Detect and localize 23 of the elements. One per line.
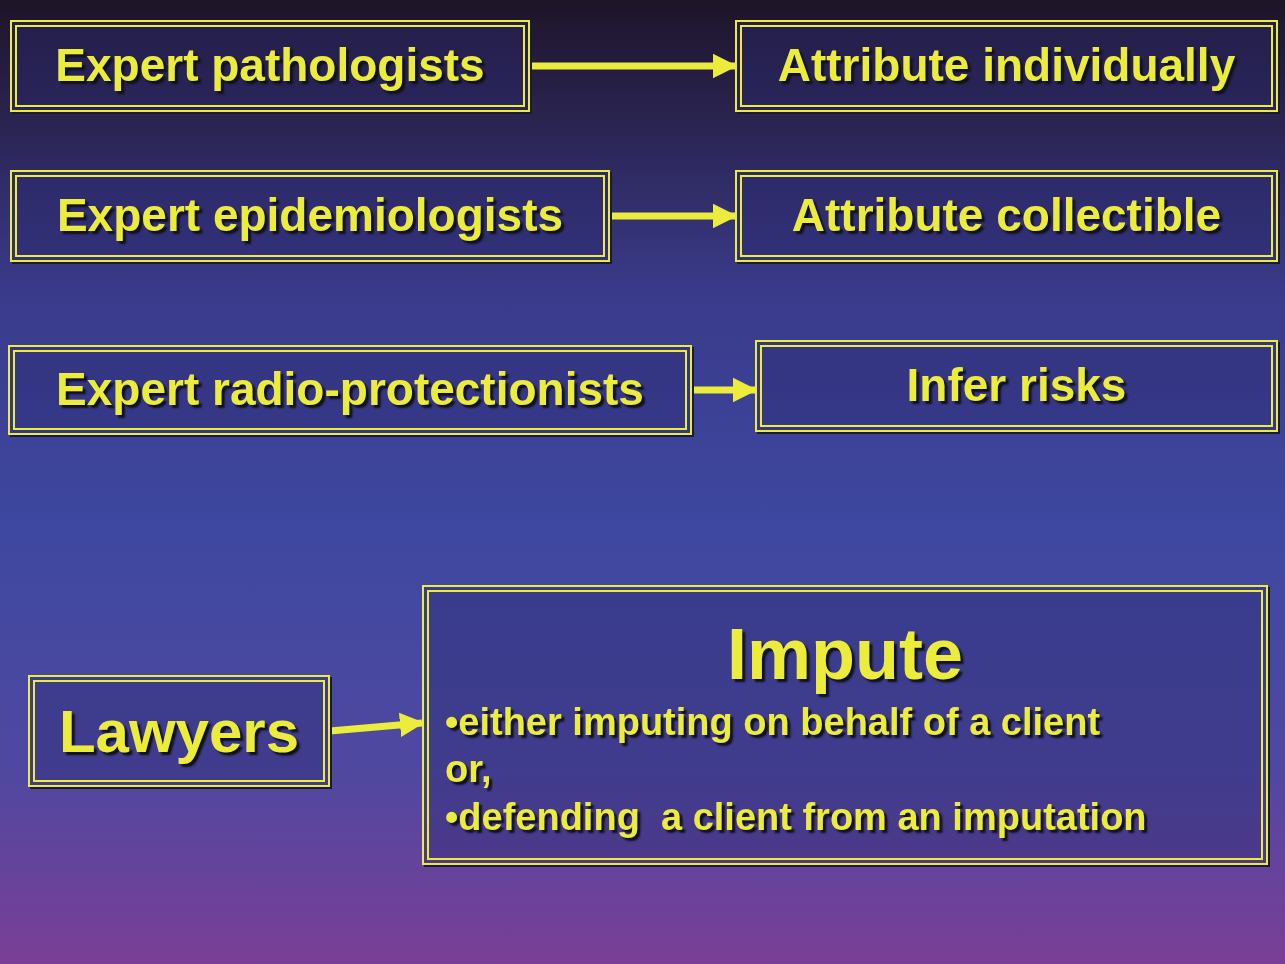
text-box (422, 585, 1268, 865)
heading: Impute (726, 612, 964, 696)
text-box (28, 675, 330, 787)
text-box (10, 20, 530, 112)
text-box (735, 20, 1278, 112)
box-label: Attribute individually (777, 38, 1236, 94)
text-box (735, 170, 1278, 262)
text-box (8, 345, 692, 435)
box-label: Infer risks (906, 358, 1127, 414)
box-label: Expert radio-protectionists (56, 362, 644, 418)
text-box (10, 170, 610, 262)
arrow (329, 712, 425, 738)
box-label: Expert epidemiologists (56, 188, 564, 244)
box-label: Expert pathologists (55, 38, 485, 94)
arrow (692, 377, 758, 403)
bullet-text: •either imputing on behalf of a client (445, 699, 1102, 745)
bullet-text: •defending a client from an imputation (445, 794, 1148, 840)
arrow (530, 53, 738, 79)
arrow (610, 203, 738, 229)
box-label: Attribute collectible (791, 188, 1222, 244)
heading: Lawyers (58, 696, 300, 767)
bullet-text: or, (445, 747, 493, 793)
text-box (755, 340, 1278, 432)
